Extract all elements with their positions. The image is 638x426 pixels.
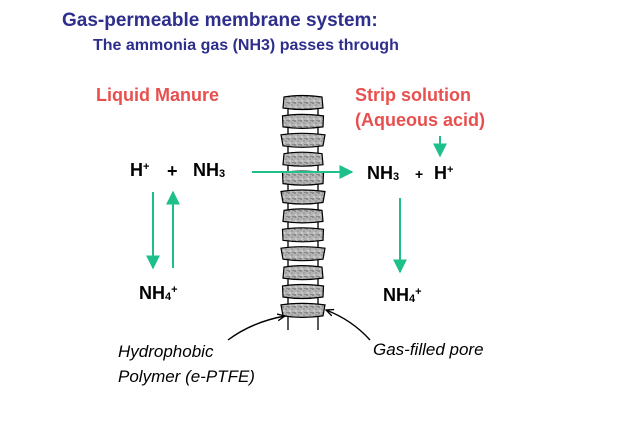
membrane-polymer-slabs: [280, 94, 326, 318]
membrane-slab: [280, 132, 326, 148]
polymer-callout-arrow: [227, 316, 285, 341]
left-ammonia: NH3: [193, 160, 226, 180]
membrane-slab: [282, 151, 324, 167]
membrane-slab: [282, 94, 324, 111]
left-plus-sign: +: [167, 161, 178, 181]
membrane-slab: [281, 227, 325, 243]
membrane-slab: [280, 246, 326, 262]
callout-arrows: [227, 310, 371, 341]
membrane-slab: [281, 113, 325, 129]
right-plus-sign: +: [415, 166, 424, 182]
polymer-annotation-line2: Polymer (e-PTFE): [118, 367, 255, 386]
liquid-manure-label: Liquid Manure: [96, 85, 219, 105]
membrane-slab: [280, 302, 326, 318]
membrane-slab: [280, 189, 326, 205]
membrane-slab: [281, 170, 325, 186]
membrane-slab: [281, 283, 325, 300]
membrane-slab: [282, 208, 324, 224]
right-ammonia: NH3: [367, 163, 400, 183]
pore-annotation: Gas-filled pore: [373, 340, 484, 359]
aqueous-acid-label: (Aqueous acid): [355, 110, 486, 130]
strip-solution-label: Strip solution: [355, 85, 471, 105]
left-ammonium: NH4+: [139, 283, 178, 303]
pore-callout-arrow: [326, 310, 371, 341]
polymer-annotation-line1: Hydrophobic: [118, 342, 214, 361]
reaction-arrows: [146, 136, 447, 274]
membrane: [280, 94, 326, 330]
diagram-title: Gas-permeable membrane system:: [62, 10, 378, 31]
diagram-subtitle: The ammonia gas (NH3) passes through: [93, 37, 399, 54]
left-h-ion: H+: [130, 160, 150, 180]
right-ammonium: NH4+: [383, 285, 422, 305]
right-h-ion: H+: [434, 163, 454, 183]
membrane-slab: [282, 265, 324, 281]
